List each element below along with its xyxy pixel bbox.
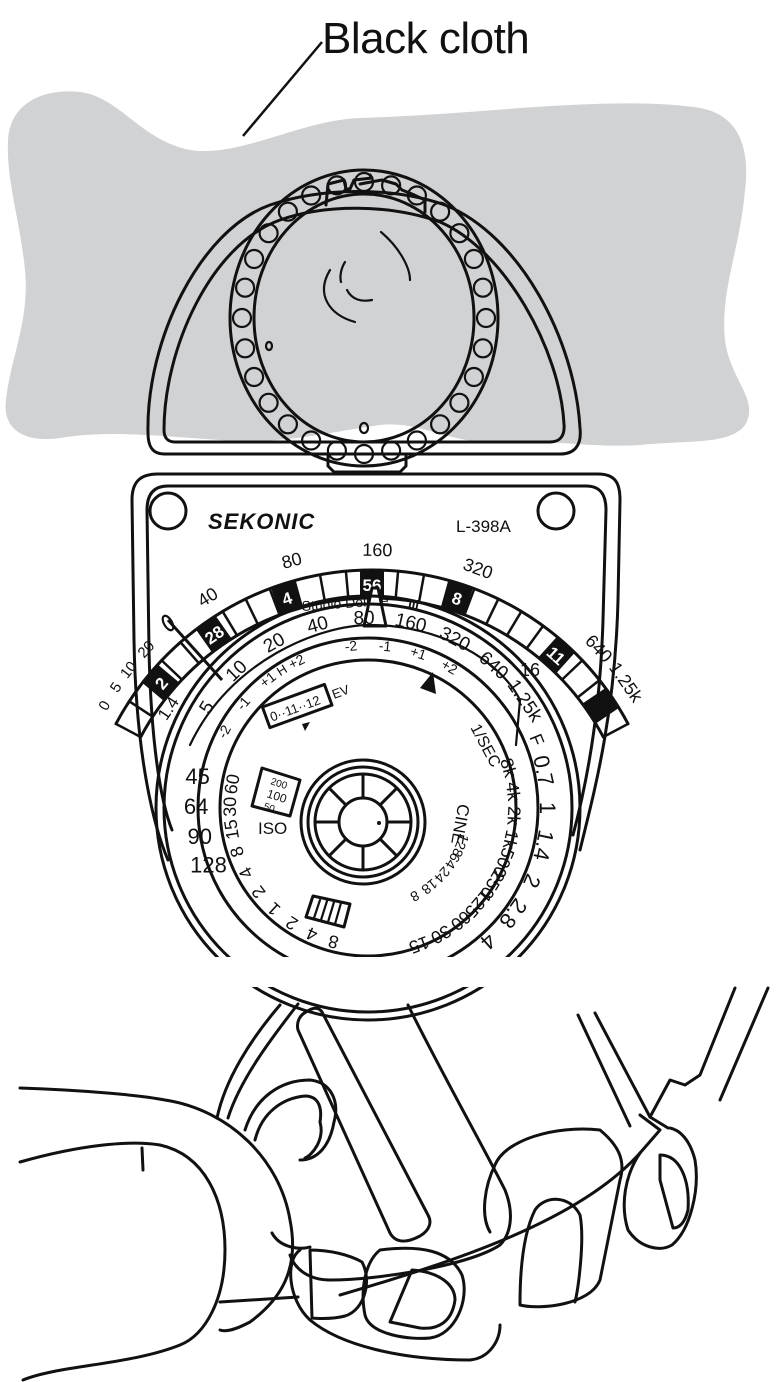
svg-text:2: 2 [518, 870, 546, 891]
svg-text:1.4: 1.4 [154, 693, 183, 723]
scallop-ring [231, 171, 497, 465]
exposure-index-arrow [420, 672, 436, 694]
svg-text:0: 0 [95, 698, 114, 714]
svg-text:1: 1 [263, 898, 284, 919]
svg-text:-1: -1 [233, 693, 253, 713]
iso-window: 200 100 50 ISO [250, 766, 302, 838]
svg-text:-2: -2 [344, 637, 358, 654]
svg-text:40: 40 [194, 583, 222, 611]
svg-text:80: 80 [353, 608, 375, 629]
calculator-dial[interactable] [154, 594, 582, 1022]
svg-text:H: H [274, 661, 290, 679]
svg-text:30: 30 [427, 921, 454, 948]
svg-text:8: 8 [408, 887, 423, 905]
svg-text:15: 15 [406, 932, 432, 958]
svg-text:4: 4 [303, 923, 320, 945]
svg-text:45: 45 [185, 764, 209, 789]
svg-text:90: 90 [188, 824, 212, 849]
svg-text:640: 640 [581, 631, 616, 667]
svg-text:8: 8 [226, 844, 248, 860]
svg-text:8k: 8k [496, 756, 521, 781]
aperture-box: 4 [270, 580, 303, 615]
screw-right [536, 491, 576, 531]
svg-text:320: 320 [460, 554, 495, 583]
svg-text:64: 64 [442, 850, 464, 872]
svg-text:4: 4 [235, 864, 257, 882]
svg-text:64: 64 [184, 794, 208, 819]
series-mark: III [408, 597, 419, 612]
svg-text:200: 200 [269, 776, 289, 792]
aperture-box: 8 [441, 580, 474, 615]
svg-text:20: 20 [134, 638, 158, 662]
svg-text:5: 5 [107, 679, 126, 695]
svg-text:320: 320 [436, 623, 474, 656]
black-cloth [5, 91, 750, 446]
ev-window: 0··11··12 EV [260, 682, 352, 730]
svg-text:100: 100 [265, 787, 289, 807]
aperture-box [582, 687, 620, 724]
diffuser-hood [146, 168, 582, 468]
svg-text:30: 30 [220, 797, 240, 817]
svg-text:10: 10 [117, 658, 141, 682]
hood-hinge [326, 452, 408, 474]
svg-text:2: 2 [282, 912, 301, 934]
dial-grip-ridges [304, 894, 352, 929]
svg-text:60: 60 [221, 772, 244, 795]
svg-text:4k: 4k [502, 781, 524, 803]
svg-text:-1: -1 [378, 637, 392, 654]
svg-text:+2: +2 [286, 651, 308, 672]
svg-text:80: 80 [280, 548, 305, 573]
svg-text:F: F [525, 731, 548, 749]
svg-text:EV: EV [330, 682, 352, 702]
svg-text:2.8: 2.8 [494, 894, 532, 933]
svg-text:+2: +2 [439, 656, 461, 678]
meter-needle [166, 618, 224, 682]
svg-text:1k: 1k [499, 828, 523, 852]
svg-text:+1: +1 [408, 643, 428, 663]
model-label: L-398A [456, 517, 511, 536]
aperture-box: 11 [538, 636, 575, 674]
svg-text:0.7: 0.7 [528, 753, 559, 788]
svg-text:2: 2 [248, 882, 270, 902]
aperture-box: 2 [142, 664, 180, 701]
svg-text:2k: 2k [503, 806, 524, 827]
hand-holding-meter [18, 986, 770, 1382]
svg-text:ISO: ISO [258, 819, 287, 838]
svg-text:+1: +1 [256, 668, 279, 691]
svg-text:8: 8 [326, 931, 341, 953]
svg-text:-2: -2 [214, 722, 234, 741]
meter-body [130, 472, 622, 862]
callout-leader-line [242, 41, 323, 137]
callout-label-black-cloth: Black cloth [322, 14, 530, 63]
svg-text:50: 50 [262, 801, 276, 815]
svg-text:160: 160 [362, 540, 392, 561]
svg-text:160: 160 [393, 610, 429, 638]
svg-text:15: 15 [220, 818, 243, 841]
svg-text:1.4: 1.4 [528, 828, 559, 863]
screw-left [148, 491, 188, 531]
svg-text:128: 128 [190, 852, 227, 877]
svg-text:4: 4 [475, 928, 501, 955]
aperture-box: 28 [195, 615, 232, 653]
brand-logo: SEKONIC [208, 509, 315, 534]
svg-text:1: 1 [535, 802, 560, 814]
